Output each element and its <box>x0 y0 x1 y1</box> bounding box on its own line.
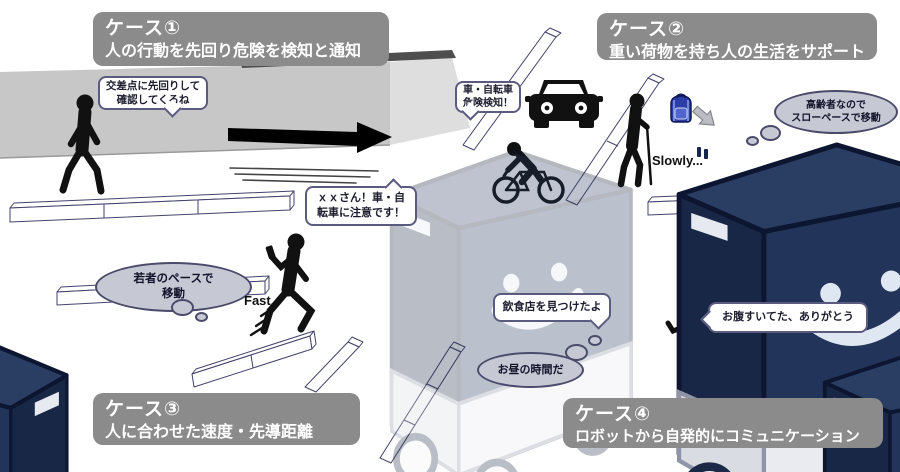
dash-marks <box>249 306 275 337</box>
case2-title: 重い荷物を持ち人の生活をサポート <box>609 44 866 62</box>
lunch-time-thought: お昼の時間だ <box>477 352 584 388</box>
case4-title: ロボットから自発的にコミュニケーション <box>575 428 860 446</box>
slowly-text: Slowly... <box>652 153 704 168</box>
backpack-icon <box>670 93 692 123</box>
case4-title-box: ケース④ ロボットから自発的にコミュニケーション <box>563 398 883 448</box>
thanks-bubble: お腹すいてた、ありがとう <box>700 302 868 333</box>
slow-pace-line2: スローペースで移動 <box>791 113 881 124</box>
warning-line2: 転車に注意です！ <box>317 207 405 219</box>
robot-plan-bubble: 交差点に先回りして 確認してくるね <box>98 76 208 118</box>
forward-arrow-icon <box>228 122 392 153</box>
car-icon <box>525 80 603 128</box>
delivery-robot-icon-case3 <box>0 332 67 472</box>
thought-circle <box>171 299 194 316</box>
thought-circle <box>760 125 781 141</box>
case1-label: ケース① <box>105 18 182 39</box>
speed-lines <box>229 167 379 184</box>
thought-circle <box>746 136 759 146</box>
fast-walker-icon <box>260 233 316 335</box>
warning-bubble: ｘｘさん！車・自 転車に注意です！ <box>305 178 417 226</box>
robot-plan-line1: 交差点に先回りして <box>105 79 201 92</box>
lunch-time-text: お昼の時間だ <box>497 363 564 376</box>
restaurant-found-bubble: 飲食店を見つけたよ <box>493 293 611 330</box>
transfer-arrow-icon <box>691 105 715 126</box>
fast-text: Fast.. <box>244 293 278 308</box>
case1-title: 人の行動を先回り危険を検知と通知 <box>105 43 362 61</box>
thought-circle <box>565 344 588 361</box>
young-pace-line2: 移動 <box>162 288 185 300</box>
case4-label: ケース④ <box>575 404 652 425</box>
slow-pace-thought: 高齢者なので スローペースで移動 <box>774 90 898 134</box>
case3-label: ケース③ <box>105 399 182 420</box>
danger-detect-bubble: 車・自転車 危険検知！ <box>455 81 521 121</box>
young-pace-line1: 若者のペースで <box>133 273 214 286</box>
pedestrian-icon <box>59 94 105 195</box>
thanks-text: お腹すいてた、ありがとう <box>722 311 854 324</box>
danger-detect-line2: 危険検知！ <box>463 98 513 109</box>
case3-title-box: ケース③ 人に合わせた速度・先導距離 <box>93 393 360 445</box>
elderly-person-icon <box>617 93 653 188</box>
case3-title: 人に合わせた速度・先導距離 <box>105 424 314 442</box>
danger-detect-line1: 車・自転車 <box>463 84 513 96</box>
slow-pace-line1: 高齢者なので <box>806 100 866 111</box>
case2-label: ケース② <box>609 19 686 40</box>
restaurant-found-text: 飲食店を見つけたよ <box>502 301 602 314</box>
thought-circle <box>195 312 208 322</box>
thought-circle <box>588 335 602 346</box>
case1-title-box: ケース① 人の行動を先回り危険を検知と通知 <box>93 12 389 66</box>
pause-marks <box>697 147 708 159</box>
warning-line1: ｘｘさん！車・自 <box>317 192 405 205</box>
case2-title-box: ケース② 重い荷物を持ち人の生活をサポート <box>597 13 877 62</box>
